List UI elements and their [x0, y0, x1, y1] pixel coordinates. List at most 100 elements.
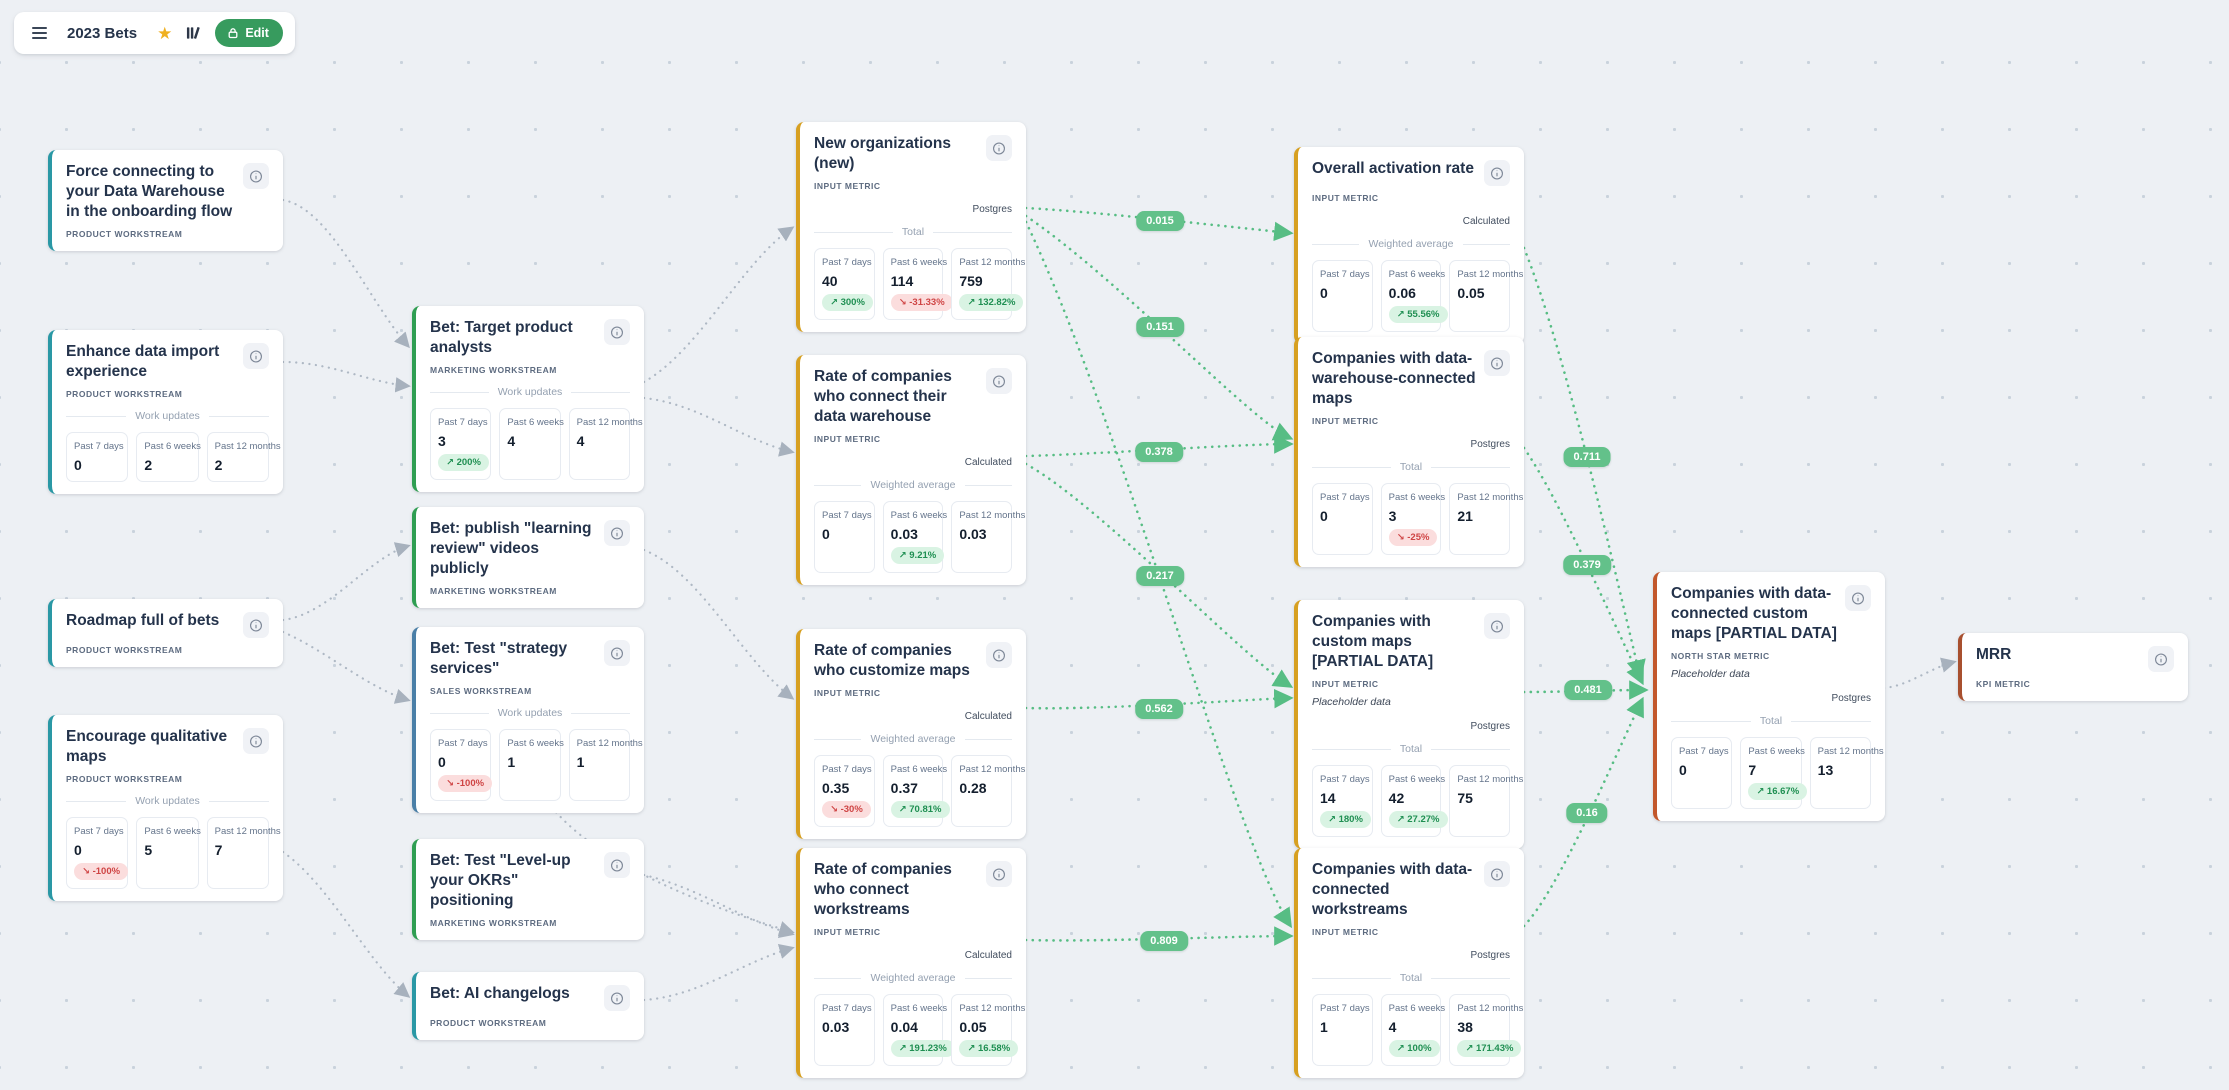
card-title: Bet: Target product analysts: [430, 319, 573, 357]
card-rate-connect-workstreams[interactable]: Rate of companies who connect workstream…: [796, 848, 1026, 1079]
card-encourage-qualitative-maps[interactable]: Encourage qualitative maps PRODUCT WORKS…: [48, 715, 283, 902]
card-bet-test-okrs-positioning[interactable]: Bet: Test "Level-up your OKRs" positioni…: [412, 839, 644, 941]
correlation-label[interactable]: 0.379: [1563, 555, 1611, 575]
card-roadmap-full-of-bets[interactable]: Roadmap full of bets PRODUCT WORKSTREAM: [48, 599, 283, 667]
correlation-label[interactable]: 0.217: [1136, 566, 1184, 586]
info-icon[interactable]: [243, 612, 269, 638]
card-rate-customize-maps[interactable]: Rate of companies who customize maps INP…: [796, 629, 1026, 840]
card-overall-activation-rate[interactable]: Overall activation rate INPUT METRIC Cal…: [1294, 147, 1524, 344]
section-divider: Total: [814, 226, 1012, 238]
card-title: New organizations (new): [814, 135, 951, 173]
info-icon[interactable]: [1484, 160, 1510, 186]
card-tag: INPUT METRIC: [1312, 416, 1379, 427]
correlation-label[interactable]: 0.481: [1564, 680, 1612, 700]
info-icon[interactable]: [986, 861, 1012, 887]
card-title: Companies with data-warehouse-connected …: [1312, 350, 1476, 408]
info-icon[interactable]: [604, 985, 630, 1011]
correlation-label[interactable]: 0.151: [1136, 317, 1184, 337]
correlation-label[interactable]: 0.015: [1136, 211, 1184, 231]
card-tag: PRODUCT WORKSTREAM: [66, 229, 183, 240]
card-companies-data-connected-custom-maps[interactable]: Companies with data-connected custom map…: [1653, 572, 1885, 822]
card-force-connecting[interactable]: Force connecting to your Data Warehouse …: [48, 150, 283, 252]
correlation-label[interactable]: 0.16: [1566, 803, 1608, 823]
page-title: 2023 Bets: [67, 24, 138, 42]
card-enhance-data-import[interactable]: Enhance data import experience PRODUCT W…: [48, 330, 283, 495]
lock-icon: [228, 28, 238, 39]
info-icon[interactable]: [1845, 585, 1871, 611]
info-icon[interactable]: [604, 319, 630, 345]
card-title: Bet: AI changelogs: [430, 985, 570, 1002]
card-tag: INPUT METRIC: [1312, 193, 1379, 203]
info-icon[interactable]: [986, 368, 1012, 394]
info-icon[interactable]: [2148, 646, 2174, 672]
trend-badge: ↗ 27.27%: [1388, 811, 1448, 829]
correlation-label[interactable]: 0.711: [1563, 447, 1611, 467]
trend-badge: ↘ -30%: [822, 801, 871, 819]
card-tag: NORTH STAR METRIC: [1671, 651, 1770, 662]
card-mrr[interactable]: MRR KPI METRIC: [1958, 633, 2188, 701]
info-icon[interactable]: [604, 852, 630, 878]
correlation-label[interactable]: 0.809: [1140, 931, 1188, 951]
card-bet-publish-learning-reviews[interactable]: Bet: publish "learning review" videos pu…: [412, 507, 644, 609]
metric-source: Calculated: [964, 457, 1012, 469]
library-icon[interactable]: [186, 26, 201, 40]
info-icon[interactable]: [604, 520, 630, 546]
star-favorite-icon[interactable]: ★: [157, 23, 173, 43]
card-title: MRR: [1976, 646, 2012, 663]
card-bet-ai-changelogs[interactable]: Bet: AI changelogs PRODUCT WORKSTREAM: [412, 972, 644, 1040]
info-icon[interactable]: [1484, 350, 1510, 376]
info-icon[interactable]: [243, 343, 269, 369]
trend-badge: ↗ 200%: [438, 454, 489, 472]
correlation-label[interactable]: 0.562: [1135, 699, 1183, 719]
metric-source: Postgres: [1470, 721, 1510, 733]
hamburger-menu-icon[interactable]: [28, 23, 51, 43]
card-bet-test-strategy-services[interactable]: Bet: Test "strategy services" SALES WORK…: [412, 627, 644, 814]
card-bet-target-product-analysts[interactable]: Bet: Target product analysts MARKETING W…: [412, 306, 644, 493]
card-companies-dw-connected-maps[interactable]: Companies with data-warehouse-connected …: [1294, 337, 1524, 568]
card-new-organizations[interactable]: New organizations (new) INPUT METRIC Pos…: [796, 122, 1026, 333]
info-icon[interactable]: [604, 640, 630, 666]
card-companies-data-connected-workstreams[interactable]: Companies with data-connected workstream…: [1294, 848, 1524, 1079]
card-companies-custom-maps[interactable]: Companies with custom maps [PARTIAL DATA…: [1294, 600, 1524, 850]
card-tag: INPUT METRIC: [1312, 679, 1379, 690]
trend-badge: ↗ 171.43%: [1457, 1040, 1522, 1058]
info-icon[interactable]: [243, 163, 269, 189]
card-tag: PRODUCT WORKSTREAM: [430, 1018, 547, 1028]
metric-source: Calculated: [1462, 216, 1510, 227]
card-title: Companies with data-connected custom map…: [1671, 585, 1837, 643]
card-tag: INPUT METRIC: [814, 434, 881, 445]
trend-badge: ↗ 16.58%: [959, 1040, 1019, 1058]
toolbar: 2023 Bets ★ Edit: [14, 12, 295, 54]
info-icon[interactable]: [243, 728, 269, 754]
info-icon[interactable]: [986, 642, 1012, 668]
card-rate-connect-data-warehouse[interactable]: Rate of companies who connect their data…: [796, 355, 1026, 586]
correlation-label[interactable]: 0.378: [1135, 442, 1183, 462]
edit-button[interactable]: Edit: [215, 19, 283, 47]
info-icon[interactable]: [1484, 861, 1510, 887]
info-icon[interactable]: [1484, 613, 1510, 639]
card-tag: SALES WORKSTREAM: [430, 686, 532, 697]
info-icon[interactable]: [986, 135, 1012, 161]
